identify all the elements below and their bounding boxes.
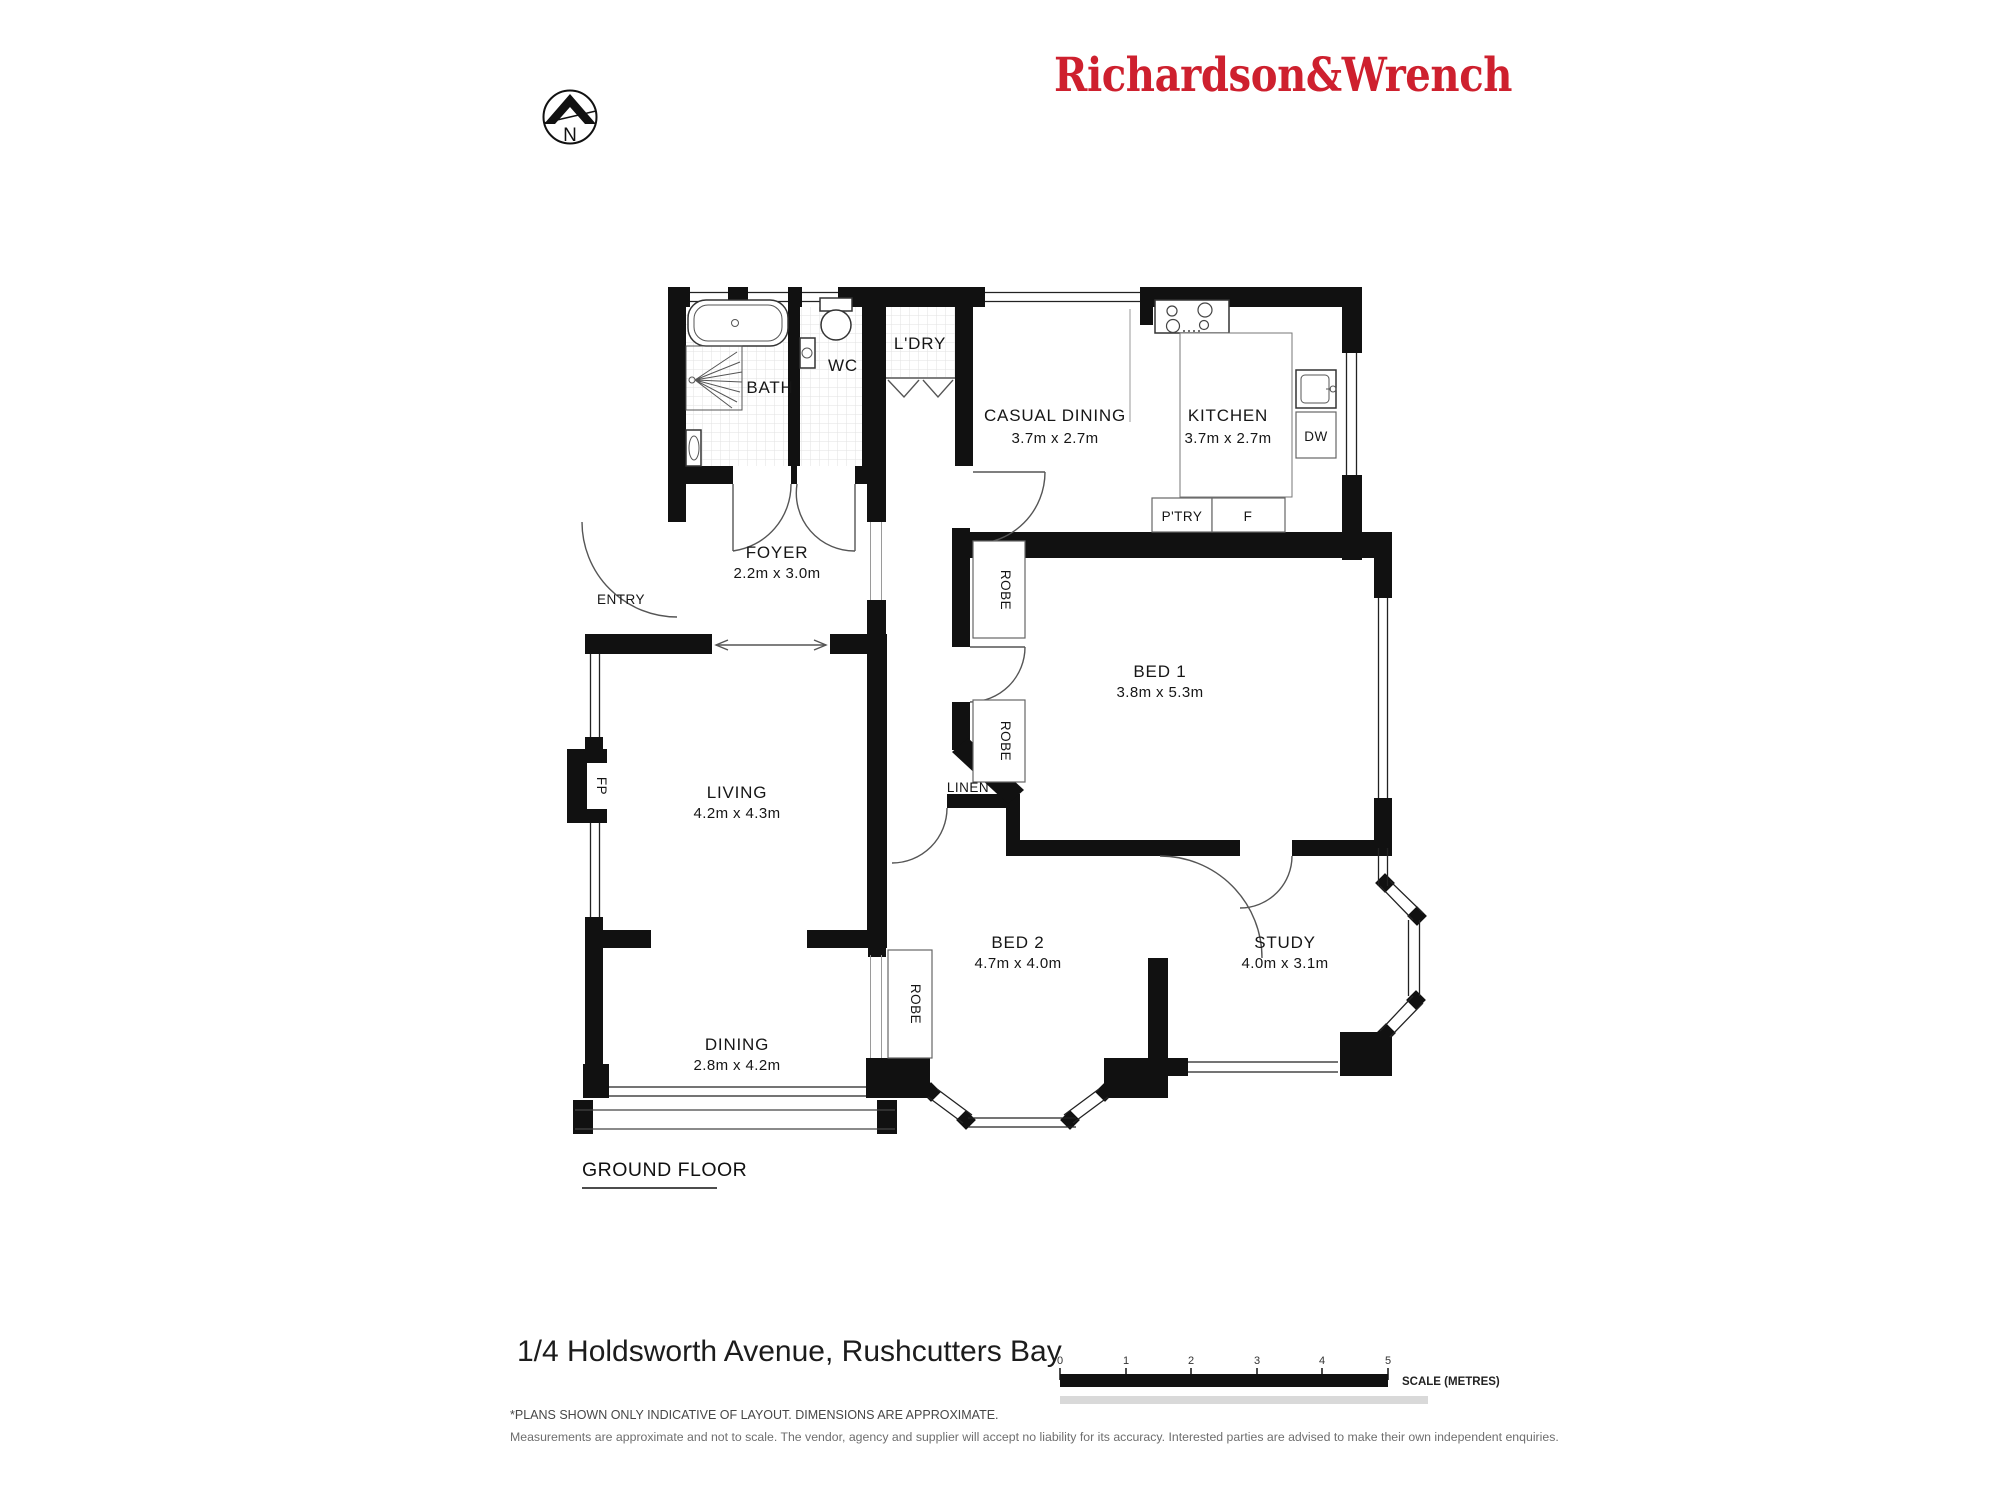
- room-dims-living: 4.2m x 4.3m: [694, 805, 781, 822]
- scale-tick-0: 0: [1057, 1355, 1063, 1367]
- floor-label: GROUND FLOOR: [582, 1159, 747, 1181]
- pantry-label: P'TRY: [1162, 509, 1203, 524]
- scale-bar: 0 1 2 3 4 5 SCALE (METRES): [1057, 1355, 1500, 1404]
- room-label-foyer: FOYER: [746, 543, 809, 562]
- brand-logo: Richardson&Wrench: [1054, 48, 1512, 103]
- room-label-bed1: BED 1: [1133, 662, 1186, 681]
- robe2-label: ROBE: [998, 721, 1013, 761]
- entry-label: ENTRY: [597, 592, 645, 607]
- scale-bar-label: SCALE (METRES): [1402, 1376, 1500, 1388]
- wc-basin: [799, 337, 816, 369]
- bathtub: [687, 299, 789, 347]
- room-label-kitchen: KITCHEN: [1188, 406, 1268, 425]
- robe-closets: [887, 540, 1026, 1059]
- scale-tick-5: 5: [1385, 1355, 1391, 1367]
- dishwasher-box: [1295, 411, 1337, 459]
- room-label-dining: DINING: [705, 1035, 769, 1054]
- room-label-wc: WC: [828, 356, 858, 375]
- room-dims-dining: 2.8m x 4.2m: [694, 1057, 781, 1074]
- bifold-doors: [886, 377, 955, 399]
- scale-bar-rule: [1060, 1374, 1388, 1387]
- room-label-living: LIVING: [707, 783, 768, 802]
- linen-label: LINEN: [947, 780, 989, 795]
- floor-plan: BATH WC L'DRY CASUAL DINING 3.7m x 2.7m …: [567, 287, 1427, 1189]
- room-dims-kitchen: 3.7m x 2.7m: [1185, 430, 1272, 447]
- room-label-casual-dining: CASUAL DINING: [984, 406, 1126, 425]
- dishwasher-label: DW: [1304, 429, 1328, 444]
- pantry-box: [1151, 497, 1213, 533]
- scale-tick-3: 3: [1254, 1355, 1260, 1367]
- toilet: [819, 297, 853, 341]
- scale-tick-2: 2: [1188, 1355, 1194, 1367]
- fireplace-label: FP: [594, 777, 609, 795]
- sliding-door-arrow: [714, 639, 828, 651]
- fridge-label: F: [1244, 509, 1253, 524]
- room-dims-casual-dining: 3.7m x 2.7m: [1012, 430, 1099, 447]
- room-label-study: STUDY: [1254, 933, 1316, 952]
- robe1-label: ROBE: [998, 570, 1013, 610]
- room-dims-bed1: 3.8m x 5.3m: [1117, 684, 1204, 701]
- address: 1/4 Holdsworth Avenue, Rushcutters Bay: [517, 1335, 1062, 1368]
- room-dims-bed2: 4.7m x 4.0m: [975, 955, 1062, 972]
- disclaimer-line1: *PLANS SHOWN ONLY INDICATIVE OF LAYOUT. …: [510, 1408, 999, 1422]
- fridge-box: [1211, 497, 1286, 533]
- kitchen-sink: [1295, 369, 1337, 409]
- scale-tick-1: 1: [1123, 1355, 1129, 1367]
- room-dims-study: 4.0m x 3.1m: [1242, 955, 1329, 972]
- disclaimer-line2: Measurements are approximate and not to …: [510, 1430, 1559, 1444]
- bath-basin: [685, 429, 702, 467]
- room-label-bath: BATH: [746, 378, 793, 397]
- windows: [575, 291, 1424, 1130]
- scale-tick-4: 4: [1319, 1355, 1325, 1367]
- internal-lines: [870, 309, 1131, 1058]
- room-label-bed2: BED 2: [991, 933, 1044, 952]
- stove: [1154, 299, 1230, 334]
- kitchen-counter: [1179, 332, 1293, 498]
- north-letter: N: [563, 125, 577, 146]
- robe3-label: ROBE: [908, 984, 923, 1024]
- north-arrow-icon: N: [542, 89, 598, 146]
- room-label-laundry: L'DRY: [894, 334, 946, 353]
- shower: [685, 345, 743, 411]
- scale-bar-shadow: [1060, 1396, 1428, 1404]
- room-dims-foyer: 2.2m x 3.0m: [734, 565, 821, 582]
